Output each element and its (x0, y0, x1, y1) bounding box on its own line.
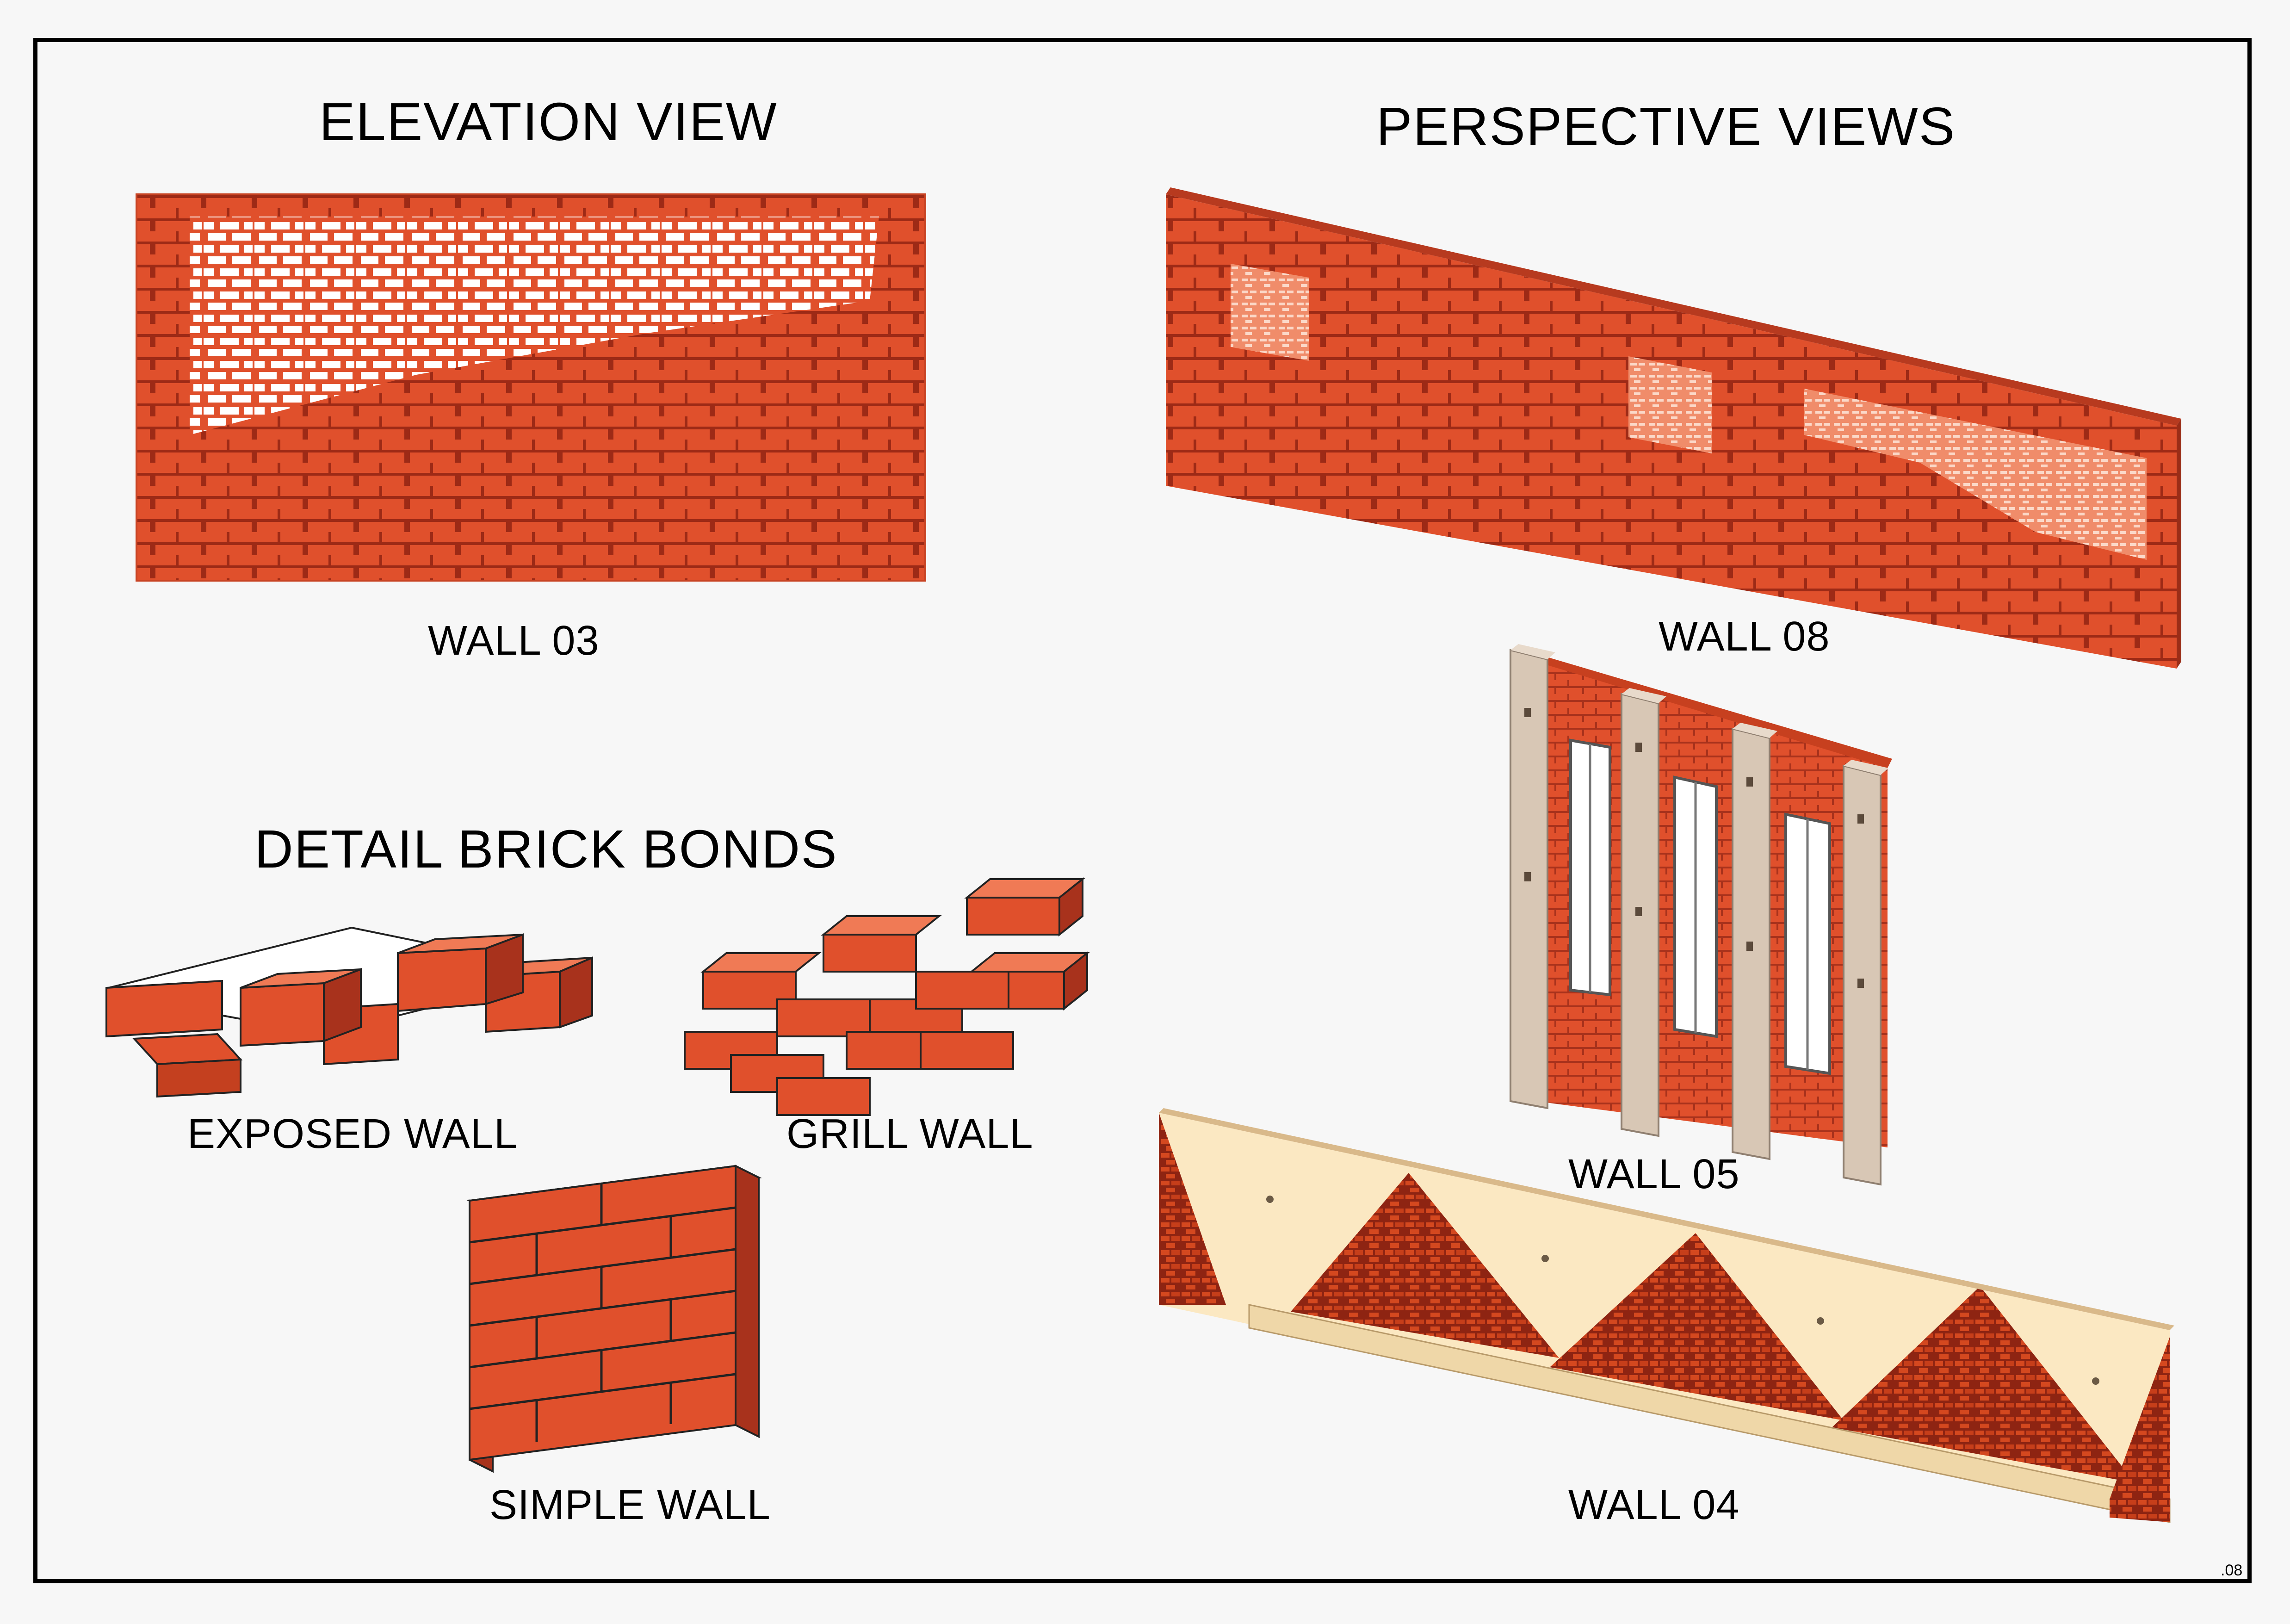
wall-04-perspective (1159, 1108, 2174, 1523)
wall-03-elevation (136, 193, 926, 582)
grill-wall-illustration (684, 877, 1090, 1116)
perspective-views-heading: PERSPECTIVE VIEWS (1376, 96, 1956, 156)
simple-wall-illustration (466, 1164, 762, 1473)
exposed-wall-label: EXPOSED WALL (187, 1111, 518, 1157)
wall-05-perspective (1510, 644, 1892, 1186)
exposed-wall-illustration (105, 926, 593, 1098)
page-number: .08 (2221, 1562, 2243, 1579)
wall-08-label: WALL 08 (1659, 614, 1830, 660)
elevation-view-heading: ELEVATION VIEW (319, 92, 778, 152)
detail-brick-bonds-heading: DETAIL BRICK BONDS (254, 819, 838, 879)
grill-wall-label: GRILL WALL (786, 1111, 1034, 1157)
wall-05-label: WALL 05 (1568, 1151, 1740, 1197)
wall-04-label: WALL 04 (1568, 1482, 1740, 1528)
sheet-border (33, 38, 2252, 1583)
simple-wall-label: SIMPLE WALL (489, 1482, 771, 1528)
wall-08-perspective (1166, 187, 2181, 669)
wall-03-label: WALL 03 (428, 618, 600, 664)
